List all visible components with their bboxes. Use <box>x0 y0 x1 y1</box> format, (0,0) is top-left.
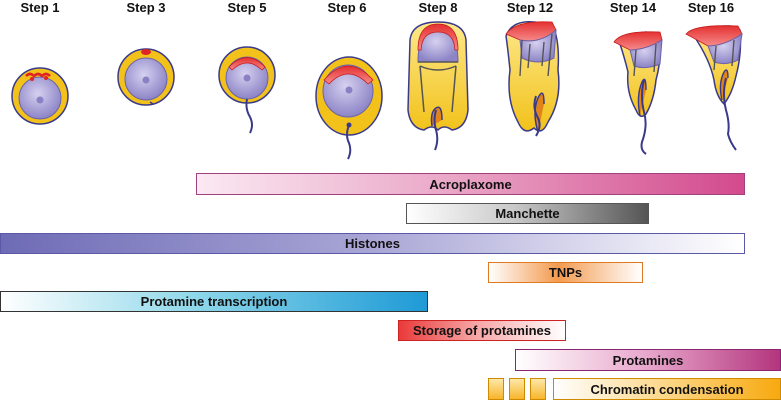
step-5-label: Step 5 <box>227 0 267 15</box>
step-1-label: Step 1 <box>20 0 60 15</box>
spermatid-cells <box>11 21 743 160</box>
acroplaxome-bar: Acroplaxome <box>196 173 745 195</box>
protamines-bar: Protamines <box>515 349 781 371</box>
chromatin-condensation-segment <box>488 378 504 400</box>
step-16-cell <box>685 25 743 151</box>
protamine-transcription-label: Protamine transcription <box>140 294 288 309</box>
chromatin-condensation-bar: Chromatin condensation <box>553 378 781 400</box>
chromatin-condensation-segment <box>530 378 546 400</box>
protamines-label: Protamines <box>612 352 684 368</box>
step-14-cell <box>613 31 663 155</box>
storage-of-protamines-label: Storage of protamines <box>413 323 551 338</box>
histones-bar: Histones <box>0 233 745 254</box>
tnps-label: TNPs <box>548 265 583 280</box>
step-12-label: Step 12 <box>506 0 554 15</box>
step-6-cell <box>315 56 383 160</box>
storage-of-protamines-bar: Storage of protamines <box>398 320 566 341</box>
step-6-label: Step 6 <box>327 0 367 15</box>
chromatin-condensation-label: Chromatin condensation <box>590 381 744 397</box>
histones-label: Histones <box>345 236 400 251</box>
step-8-cell <box>407 21 469 151</box>
step-3-cell <box>117 48 175 106</box>
step-12-cell <box>505 21 560 137</box>
acroplaxome-label: Acroplaxome <box>429 176 512 192</box>
protamine-transcription-bar: Protamine transcription <box>0 291 428 312</box>
manchette-bar: Manchette <box>406 203 649 224</box>
chromatin-condensation-segment <box>509 378 525 400</box>
step-8-label: Step 8 <box>418 0 458 15</box>
step-14-label: Step 14 <box>609 0 657 15</box>
tnps-bar: TNPs <box>488 262 643 283</box>
manchette-label: Manchette <box>495 206 560 221</box>
step-5-cell <box>218 46 276 134</box>
step-16-label: Step 16 <box>687 0 735 15</box>
step-1-cell <box>11 67 69 125</box>
step-3-label: Step 3 <box>126 0 166 15</box>
